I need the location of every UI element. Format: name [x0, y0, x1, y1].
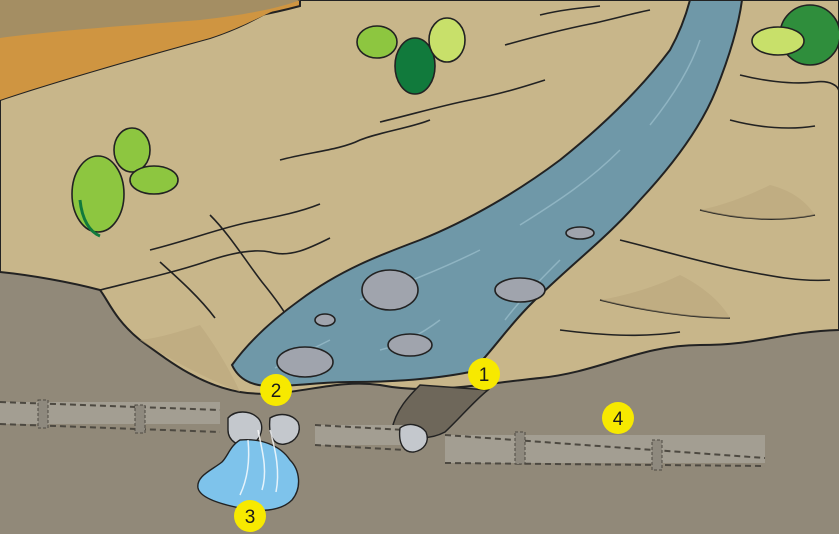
label-3-text: 3	[245, 507, 256, 528]
label-4: 4	[602, 402, 634, 434]
label-4-text: 4	[613, 409, 624, 430]
label-1: 1	[468, 358, 500, 390]
label-1-text: 1	[479, 365, 490, 386]
rock-icon	[315, 314, 335, 326]
label-3: 3	[234, 500, 266, 532]
label-2: 2	[260, 374, 292, 406]
label-2-text: 2	[271, 381, 282, 402]
rock-icon	[388, 334, 432, 356]
rock-icon	[495, 278, 545, 302]
rock-icon	[362, 270, 418, 310]
rock-icon	[566, 227, 594, 239]
rock-icon	[277, 347, 333, 377]
